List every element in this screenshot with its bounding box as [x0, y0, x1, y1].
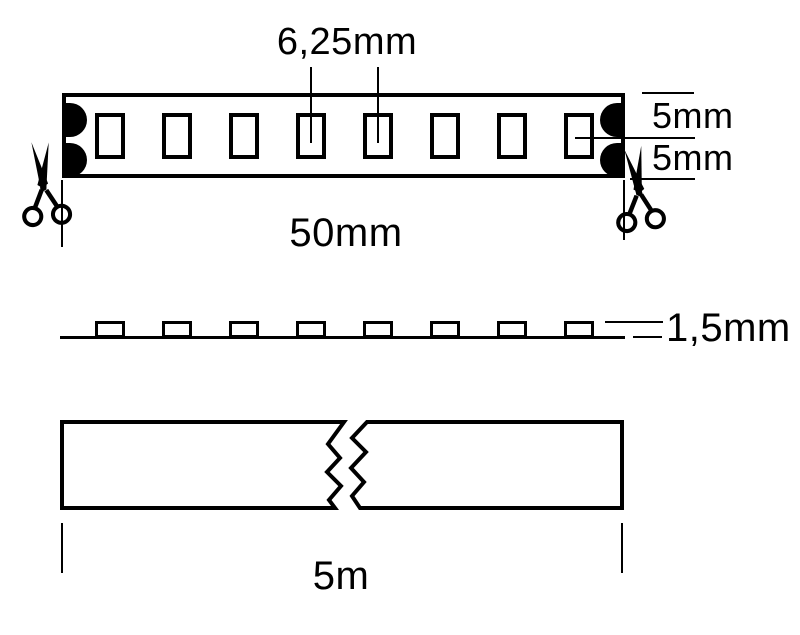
led-chip-profile: [296, 321, 326, 338]
dimension-line: [642, 92, 694, 94]
solder-pad: [600, 103, 621, 137]
scissors-icon: [22, 142, 73, 228]
solder-pad: [600, 143, 621, 177]
reel-length-label: 5m: [312, 554, 370, 598]
led-chip: [430, 113, 460, 159]
strip-top-view-outline: [62, 93, 625, 178]
thickness-leader-line: [605, 321, 663, 323]
led-chip-profile: [95, 321, 125, 338]
solder-pad: [66, 103, 87, 137]
led-chip: [564, 113, 594, 159]
pitch-leader-line: [377, 67, 379, 143]
dimension-line: [575, 137, 695, 139]
length-tick: [621, 523, 623, 573]
led-chip: [229, 113, 259, 159]
thickness-leader-line: [633, 336, 662, 338]
cut-length-label: 50mm: [289, 211, 403, 255]
dimension-line: [630, 178, 695, 180]
length-tick: [61, 523, 63, 573]
led-chip-profile: [229, 321, 259, 338]
led-chip: [162, 113, 192, 159]
pitch-dimension-label: 6,25mm: [276, 21, 418, 63]
led-chip: [497, 113, 527, 159]
led-chip-profile: [430, 321, 460, 338]
scissors-icon: [616, 145, 666, 234]
led-chip-profile: [363, 321, 393, 338]
pad-dimension-top-label: 5mm: [652, 95, 734, 136]
led-chip-profile: [162, 321, 192, 338]
strip-side-view-baseline: [60, 336, 625, 339]
led-chip-profile: [564, 321, 594, 338]
solder-pad: [66, 143, 87, 177]
led-chip-profile: [497, 321, 527, 338]
cut-line: [61, 180, 63, 247]
pad-dimension-bottom-label: 5mm: [652, 137, 734, 178]
reel-view-outline: [60, 420, 624, 510]
pitch-leader-line: [310, 67, 312, 143]
thickness-label: 1,5mm: [666, 306, 791, 350]
led-chip: [95, 113, 125, 159]
cut-line: [623, 180, 625, 240]
